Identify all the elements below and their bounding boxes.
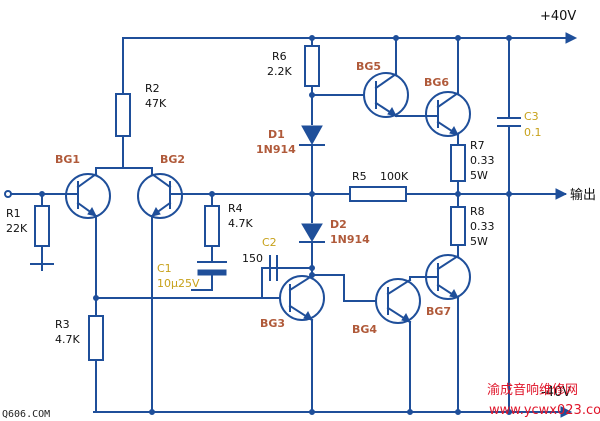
- r1-ref: R1: [6, 207, 21, 220]
- positive-rail-label: +40V: [540, 9, 576, 24]
- negative-rail: [93, 406, 573, 418]
- resistor-r5: [349, 186, 568, 202]
- r8-ref: R8: [470, 205, 485, 218]
- d2-ref: D2: [330, 218, 347, 231]
- transistor-bg1: [63, 172, 111, 219]
- bg5-ref: BG5: [356, 60, 381, 73]
- r7-value: 0.33: [470, 154, 495, 167]
- rail-arrow-icon: [560, 406, 573, 418]
- r6-ref: R6: [272, 50, 287, 63]
- d2-value: 1N914: [330, 233, 370, 246]
- r1-value: 22K: [6, 222, 28, 235]
- resistor-r8: [450, 206, 466, 257]
- r4-ref: R4: [228, 202, 243, 215]
- r6-value: 2.2K: [267, 65, 292, 78]
- output-arrow-icon: [555, 188, 568, 200]
- resistor-r6: [304, 37, 320, 125]
- bg6-ref: BG6: [424, 76, 449, 89]
- watermark-site-url: www.ycwx023.com: [489, 403, 600, 418]
- diode-d1: [299, 125, 325, 223]
- transistor-bg3: [279, 274, 325, 413]
- d1-value: 1N914: [256, 143, 296, 156]
- negative-rail-label: -40V: [541, 385, 571, 400]
- resistor-r2: [95, 37, 153, 175]
- c1-ref: C1: [157, 262, 172, 275]
- r3-ref: R3: [55, 318, 70, 331]
- transistor-bg4: [375, 276, 421, 413]
- output-label: 输出: [570, 187, 596, 203]
- r8-power: 5W: [470, 235, 488, 248]
- bg2-ref: BG2: [160, 153, 185, 166]
- r7-power: 5W: [470, 169, 488, 182]
- c2-ref: C2: [262, 236, 277, 249]
- r2-value: 47K: [145, 97, 167, 110]
- r5-value: 100K: [380, 170, 409, 183]
- junction-dots: [39, 35, 512, 415]
- bg1-ref: BG1: [55, 153, 80, 166]
- positive-rail: [122, 32, 578, 44]
- transistor-bg6: [423, 37, 471, 137]
- capacitor-c3: [497, 37, 521, 413]
- r7-ref: R7: [470, 139, 485, 152]
- c1-value: 10μ25V: [157, 277, 200, 290]
- c2-value: 150: [242, 252, 263, 265]
- bg3-ref: BG3: [260, 317, 285, 330]
- resistor-r3: [88, 215, 104, 413]
- r2-ref: R2: [145, 82, 160, 95]
- bg4-ref: BG4: [352, 323, 377, 336]
- watermark-site-cn: 渝成音响维修网: [487, 382, 578, 398]
- capacitor-c2: [261, 255, 313, 299]
- r5-ref: R5: [352, 170, 367, 183]
- capacitor-c1: [191, 261, 227, 291]
- transistor-bg2: [137, 172, 201, 219]
- c3-value: 0.1: [524, 126, 542, 139]
- r3-value: 4.7K: [55, 333, 80, 346]
- transistor-bg7: [409, 254, 471, 413]
- d1-ref: D1: [268, 128, 285, 141]
- rail-arrow-icon: [565, 32, 578, 44]
- resistor-r4: [204, 193, 220, 263]
- r4-value: 4.7K: [228, 217, 253, 230]
- c3-ref: C3: [524, 110, 539, 123]
- watermark-corner: Q606.COM: [2, 409, 50, 420]
- bg7-ref: BG7: [426, 305, 451, 318]
- resistor-r1: [30, 193, 54, 271]
- transistor-bg5: [363, 37, 425, 118]
- input-terminal: [4, 190, 65, 198]
- r8-value: 0.33: [470, 220, 495, 233]
